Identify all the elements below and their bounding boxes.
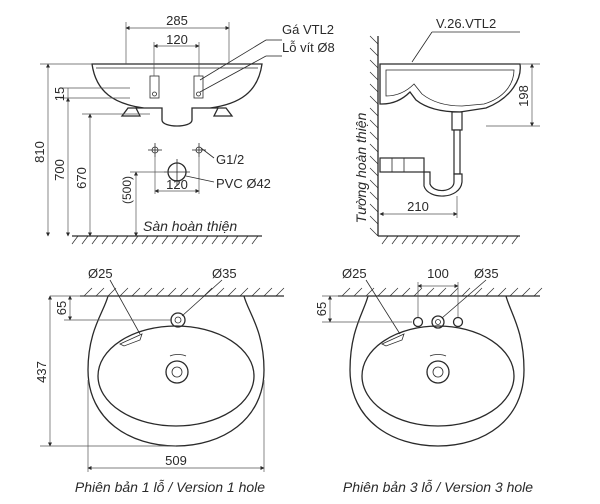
dim-810: 810 [32, 141, 47, 163]
floor-hatch [71, 235, 259, 245]
overflow-3 [381, 333, 405, 347]
caption-v1: Phiên bản 1 lỗ / Version 1 hole [75, 479, 265, 495]
dim-120-bottom: 120 [166, 177, 188, 192]
label-screw: Lỗ vít Ø8 [282, 40, 335, 55]
basin-side-section [379, 63, 521, 113]
dim-509-v1: 509 [165, 453, 187, 468]
dim-437-v1: 437 [34, 361, 49, 383]
wall-hatch [369, 35, 379, 237]
label-drain: PVC Ø42 [216, 176, 271, 191]
basin-top-outline-1 [87, 295, 265, 447]
side-view: 198 210 V.26.VTL2 Tường hoàn thiện [353, 16, 540, 245]
dia-35-v3: Ø35 [474, 266, 499, 281]
dim-65-v3: 65 [314, 302, 329, 316]
front-view: 285 120 Gá VTL2 Lỗ vít Ø8 810 700 15 670… [32, 13, 335, 245]
dia-35-v1: Ø35 [212, 266, 237, 281]
bracket-right [193, 75, 204, 99]
waste-pipe [379, 157, 425, 173]
faucet-hole-3-left [412, 316, 424, 328]
dim-120-top: 120 [166, 32, 188, 47]
top-view-1-hole: Ø25 Ø35 65 437 509 Phiên bản 1 lỗ / Vers… [34, 266, 285, 495]
dim-670: 670 [74, 167, 89, 189]
dim-198: 198 [516, 85, 531, 107]
dim-210: 210 [407, 199, 429, 214]
dia-25-v3: Ø25 [342, 266, 367, 281]
supply-left-symbol [148, 143, 162, 157]
dim-285: 285 [166, 13, 188, 28]
screw-left [152, 91, 157, 97]
label-bracket: Gá VTL2 [282, 22, 334, 37]
screw-right [196, 91, 201, 97]
wall-hatch-top-3 [341, 287, 543, 297]
bracket-left [149, 75, 160, 99]
dia-25-v1: Ø25 [88, 266, 113, 281]
dim-65-v1: 65 [54, 301, 69, 315]
dim-15: 15 [52, 87, 67, 101]
label-supply: G1/2 [216, 152, 244, 167]
spacing-100-v3: 100 [427, 266, 449, 281]
label-floor: Sàn hoàn thiện [143, 218, 237, 234]
basin-side-inner [385, 69, 515, 107]
label-wall: Tường hoàn thiện [353, 112, 369, 223]
drain-hole-3 [426, 360, 450, 384]
overflow-1 [119, 333, 143, 347]
dim-500: (500) [120, 176, 134, 204]
basin-bowl-3 [361, 325, 515, 427]
faucet-hole-3-center [431, 315, 445, 329]
caption-v3: Phiên bản 3 lỗ / Version 3 hole [343, 479, 533, 495]
faucet-hole-3-right [452, 316, 464, 328]
basin-bowl-1 [97, 325, 255, 427]
drain-hole-1 [165, 360, 189, 384]
dim-700: 700 [52, 159, 67, 181]
drain-tail [451, 111, 463, 131]
p-trap [423, 171, 463, 197]
wall-hatch-top-1 [83, 287, 285, 297]
basin-top-outline-3 [349, 295, 525, 447]
side-floor-hatch [381, 235, 519, 245]
label-trap: V.26.VTL2 [436, 16, 496, 31]
basin-front-outline [91, 63, 263, 127]
top-view-3-hole: 100 Ø25 Ø35 65 Phiên bản 3 lỗ / Version … [314, 266, 543, 495]
